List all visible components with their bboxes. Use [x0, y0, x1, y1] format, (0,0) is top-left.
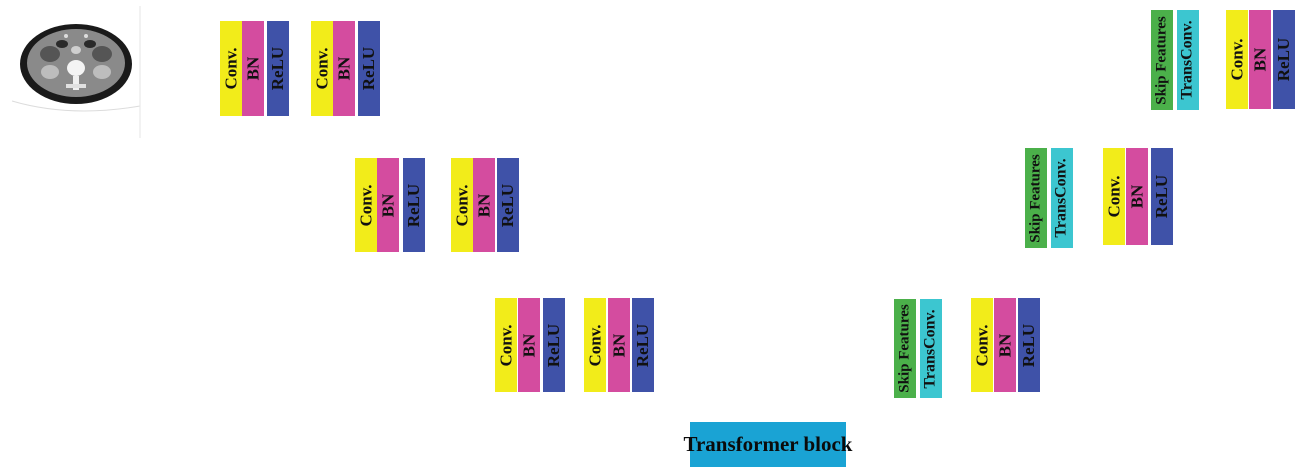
trans-conv-label: TransConv.	[1053, 158, 1070, 238]
conv-label: Conv.	[1104, 175, 1124, 218]
bn-label: BN	[519, 333, 539, 357]
bn-label: BN	[995, 333, 1015, 357]
trans-conv-label: TransConv.	[1179, 20, 1196, 100]
bn-label: BN	[243, 56, 263, 81]
decoder3-skip-features: Skip Features	[894, 299, 916, 398]
encoder2-conv-2: Conv.	[451, 158, 473, 252]
decoder1-bn: BN	[1249, 10, 1271, 109]
encoder3-relu-1: ReLU	[543, 298, 565, 392]
encoder2-bn-2: BN	[473, 158, 495, 252]
relu-label: ReLU	[1019, 323, 1039, 367]
encoder1-bn-2: BN	[333, 21, 355, 116]
skip-features-label: Skip Features	[1153, 15, 1170, 105]
decoder3-conv: Conv.	[971, 298, 993, 392]
encoder2-bn-1: BN	[377, 158, 399, 252]
encoder3-conv-1: Conv.	[495, 298, 517, 392]
conv-label: Conv.	[496, 323, 516, 367]
decoder2-bn: BN	[1126, 148, 1148, 245]
decoder1-relu: ReLU	[1273, 10, 1295, 109]
transformer-block: Transformer block	[684, 422, 852, 467]
bn-label: BN	[378, 193, 398, 217]
relu-label: ReLU	[1274, 37, 1294, 82]
relu-label: ReLU	[544, 323, 564, 367]
decoder1-skip-features: Skip Features	[1151, 10, 1173, 110]
conv-label: Conv.	[585, 323, 605, 367]
skip-features-label: Skip Features	[896, 304, 913, 393]
encoder3-bn-1: BN	[518, 298, 540, 392]
decoder2-relu: ReLU	[1151, 148, 1173, 245]
decoder3-relu: ReLU	[1018, 298, 1040, 392]
encoder3-relu-2: ReLU	[632, 298, 654, 392]
skip-features-label: Skip Features	[1027, 153, 1044, 243]
decoder3-bn: BN	[994, 298, 1016, 392]
relu-label: ReLU	[268, 46, 288, 91]
relu-label: ReLU	[1152, 174, 1172, 219]
conv-label: Conv.	[312, 47, 332, 90]
transformer-block-label: Transformer block	[683, 432, 853, 456]
encoder1-conv-2: Conv.	[311, 21, 333, 116]
relu-label: ReLU	[359, 46, 379, 91]
conv-label: Conv.	[452, 183, 472, 227]
decoder1-trans-conv: TransConv.	[1177, 10, 1199, 110]
relu-label: ReLU	[404, 183, 424, 227]
conv-label: Conv.	[972, 323, 992, 367]
conv-label: Conv.	[356, 183, 376, 227]
relu-label: ReLU	[633, 323, 653, 367]
conv-label: Conv.	[1227, 38, 1247, 81]
ct-input-image	[10, 6, 142, 138]
relu-label: ReLU	[498, 183, 518, 227]
decoder1-conv: Conv.	[1226, 10, 1248, 109]
trans-conv-label: TransConv.	[922, 308, 939, 389]
bn-label: BN	[1250, 47, 1270, 72]
bn-label: BN	[334, 56, 354, 81]
bn-label: BN	[609, 333, 629, 357]
conv-label: Conv.	[221, 47, 241, 90]
decoder2-skip-features: Skip Features	[1025, 148, 1047, 248]
decoder2-trans-conv: TransConv.	[1051, 148, 1073, 248]
encoder2-conv-1: Conv.	[355, 158, 377, 252]
bn-label: BN	[474, 193, 494, 217]
decoder3-trans-conv: TransConv.	[920, 299, 942, 398]
encoder1-conv-1: Conv.	[220, 21, 242, 116]
bn-label: BN	[1127, 184, 1147, 209]
encoder1-relu-2: ReLU	[358, 21, 380, 116]
encoder3-bn-2: BN	[608, 298, 630, 392]
encoder3-conv-2: Conv.	[584, 298, 606, 392]
encoder2-relu-1: ReLU	[403, 158, 425, 252]
encoder1-relu-1: ReLU	[267, 21, 289, 116]
encoder1-bn-1: BN	[242, 21, 264, 116]
encoder2-relu-2: ReLU	[497, 158, 519, 252]
decoder2-conv: Conv.	[1103, 148, 1125, 245]
